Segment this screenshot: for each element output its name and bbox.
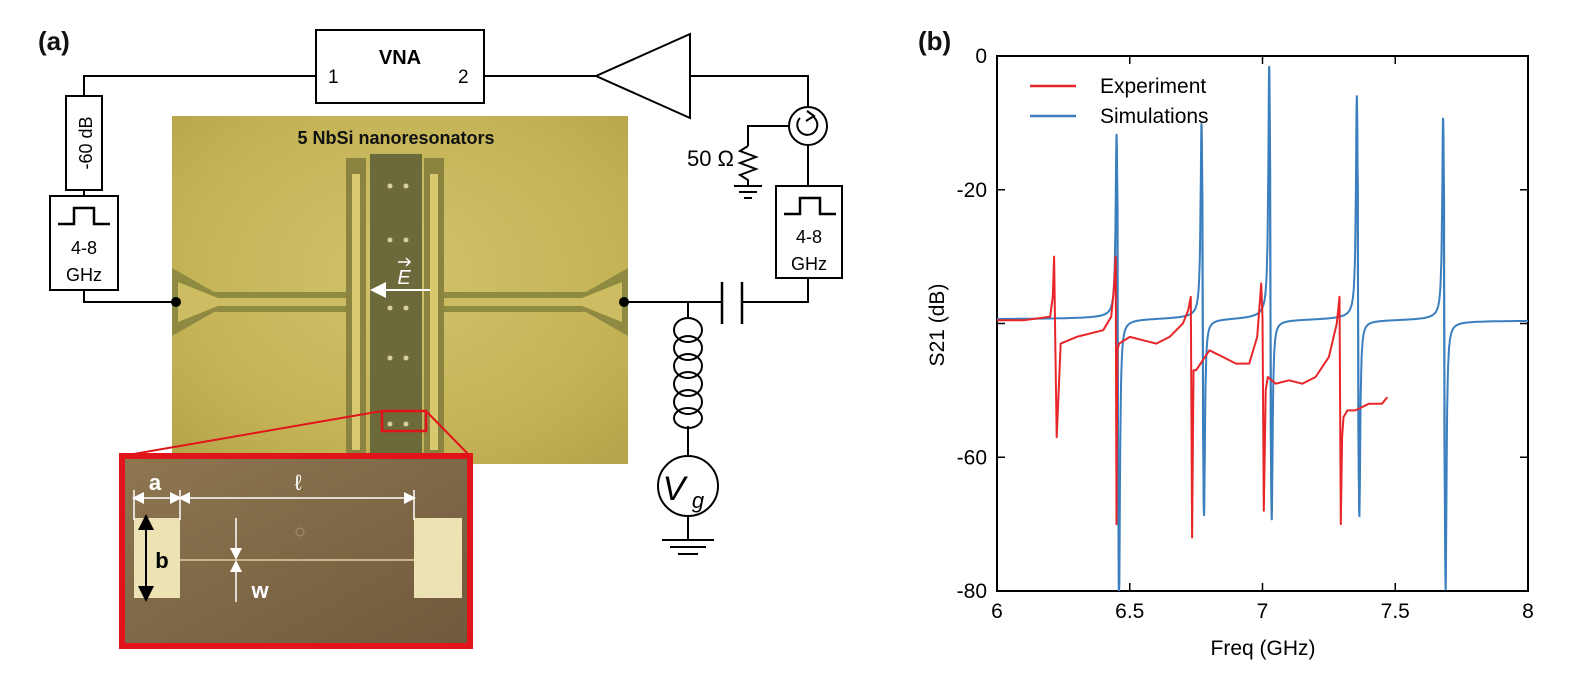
attenuator-label: -60 dB [76,116,96,169]
x-tick-label: 6 [991,600,1003,623]
dimension-w: w [250,578,269,603]
x-tick-label: 8 [1522,600,1534,623]
vna-port-2: 2 [458,67,469,88]
inset-zoom: a ℓ b w [119,453,473,649]
circulator-icon [788,106,828,146]
gate-voltage-label: V [663,470,689,508]
x-axis-label: Freq (GHz) [1211,637,1316,660]
attenuator: -60 dB [65,95,103,191]
resistor-50-ohm: 50 Ω [687,145,759,186]
resistor-label: 50 Ω [687,146,734,171]
electric-field-label: E [397,267,411,289]
vna-box: VNA 1 2 [315,29,485,104]
simulation-resonance [1200,139,1205,511]
y-tick-label: -80 [957,580,987,603]
ground-icon [734,185,762,199]
gate-voltage-subscript: g [692,488,705,513]
series-experiment [997,255,1389,539]
ground-icon [662,539,714,555]
filter-right-band: 4-8 [796,227,822,247]
vna-title: VNA [379,47,421,69]
chip-title: 5 NbSi nanoresonators [297,128,494,148]
filter-left-band: 4-8 [71,238,97,258]
legend-label: Simulations [1100,105,1209,128]
panel-a-label: (a) [38,26,70,56]
vna-port-1: 1 [328,67,339,88]
zoom-selection-box [380,409,428,433]
node-left [171,297,181,307]
y-axis-label: S21 (dB) [926,284,949,367]
simulation-resonance [1268,86,1273,515]
filter-right-unit: GHz [791,254,827,274]
x-tick-label: 6.5 [1115,600,1144,623]
dimension-b: b [155,548,168,573]
bandpass-icon [58,206,110,226]
chip-micrograph: 5 NbSi nanoresonators E [172,116,628,464]
legend-label: Experiment [1100,75,1206,98]
x-tick-label: 7 [1257,600,1269,623]
plot-axes: 6 6.5 7 7.5 8 0 -20 -60 -80 [957,45,1534,623]
circuit-diagram: VNA 1 2 -60 dB 4-8 GHz 4-8 GHz 50 Ω [49,29,843,649]
panel-b-label: (b) [918,26,952,56]
y-tick-label: -20 [957,179,987,202]
x-tick-label: 7.5 [1381,600,1410,623]
bandpass-icon [784,196,836,216]
simulation-resonance [1442,132,1447,581]
s21-chart: 6 6.5 7 7.5 8 0 -20 -60 -80 ExperimentSimulation… [926,45,1534,660]
filter-right: 4-8 GHz [775,185,843,279]
y-tick-label: 0 [975,45,987,68]
dimension-a: a [149,470,162,495]
gate-voltage-source: V g [657,455,719,517]
filter-left-unit: GHz [66,265,102,285]
capacitor-icon [720,282,744,324]
inductor-icon [673,317,703,429]
dimension-l: ℓ [294,470,302,495]
plot-series [997,65,1528,591]
amplifier-icon [593,32,691,120]
filter-left: 4-8 GHz [49,195,119,291]
node-right [619,297,629,307]
y-tick-label: -60 [957,446,987,469]
simulation-resonance [1356,112,1361,511]
